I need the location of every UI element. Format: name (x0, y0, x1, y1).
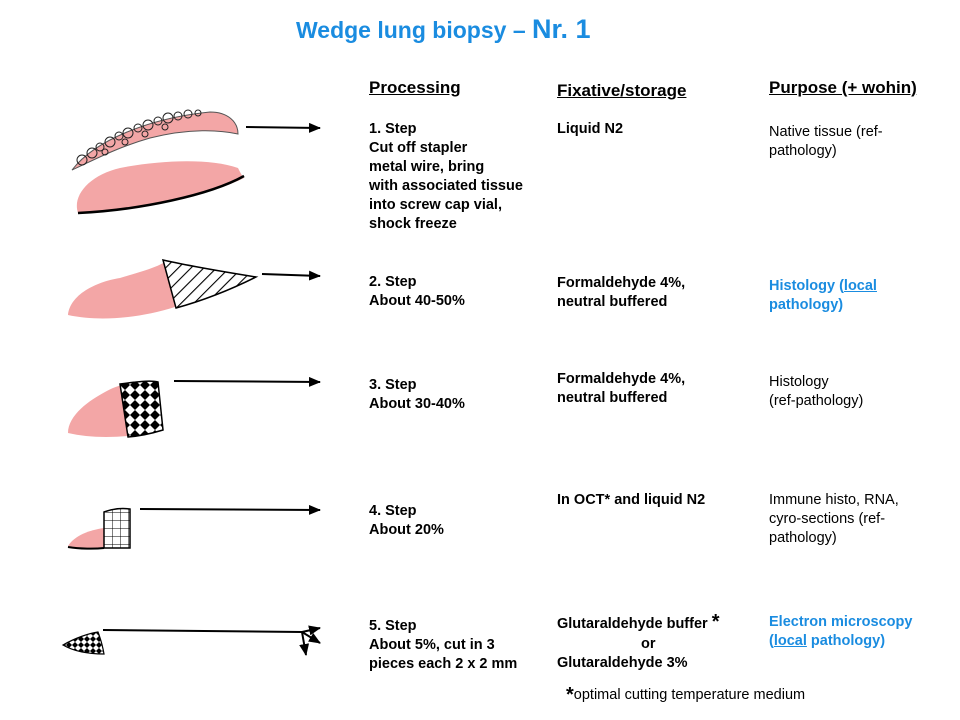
step2-purpose: Histology (local pathology) (769, 277, 877, 315)
step1-purpose: Native tissue (ref- pathology) (769, 124, 883, 159)
arrow-step5-branch-b (301, 631, 321, 644)
step5-purpose-local: local (773, 633, 807, 649)
step3-processing: 3. Step About 30-40% (369, 377, 465, 412)
footnote-star: * (566, 684, 574, 706)
step5-purpose-post: pathology) (806, 633, 886, 649)
page-title: Wedge lung biopsy – Nr. 1 (296, 14, 591, 45)
step2-purpose-local: local (843, 278, 877, 294)
arrow-step5-branch-a (301, 625, 321, 636)
title-main: Wedge lung biopsy (296, 17, 507, 43)
arrow-step5-shaft (102, 629, 303, 633)
step5-processing: 5. Step About 5%, cut in 3 pieces each 2… (369, 618, 518, 672)
step5-fixative-star: * (711, 611, 720, 633)
header-purpose: Purpose (+ wohin) (769, 78, 917, 97)
step1-fixative: Liquid N2 (557, 121, 624, 137)
arrow-step4 (139, 504, 321, 515)
arrow-step3 (173, 376, 321, 387)
title-dash: – (512, 17, 526, 43)
step5-fixative-text: Glutaraldehyde buffer (557, 616, 708, 632)
header-fixative: Fixative/storage (557, 81, 687, 100)
step5-purpose-line2: (local pathology) (769, 632, 885, 651)
arrow-step1 (245, 122, 321, 133)
arrow-step5-branch-c (299, 631, 310, 656)
step5-fixative-line1: Glutaraldehyde buffer * (557, 611, 720, 634)
tissue-step5 (61, 631, 105, 655)
step4-purpose: Immune histo, RNA, cyro-sections (ref- p… (769, 492, 899, 546)
step4-fixative: In OCT* and liquid N2 (557, 492, 706, 508)
step5-purpose-open: ( (769, 633, 774, 649)
step2-processing: 2. Step About 40-50% (369, 274, 465, 309)
step1-processing: 1. Step Cut off stapler metal wire, brin… (369, 121, 523, 232)
header-processing: Processing (369, 78, 461, 97)
step3-fixative: Formaldehyde 4%, neutral buffered (557, 371, 686, 406)
step4-processing: 4. Step About 20% (369, 503, 444, 538)
step2-fixative: Formaldehyde 4%, neutral buffered (557, 275, 686, 310)
tissue-step1 (71, 109, 245, 215)
step5-fixative-line3: Glutaraldehyde 3% (557, 655, 688, 671)
step5-purpose-line1: Electron microscopy (769, 614, 913, 630)
step2-purpose-post: pathology) (769, 297, 844, 313)
title-number: Nr. 1 (532, 14, 591, 44)
tissue-step4 (67, 507, 131, 550)
tissue-step2 (68, 258, 259, 319)
footnote: *optimal cutting temperature medium (566, 684, 805, 707)
step5-fixative-or: or (641, 636, 656, 652)
step3-purpose: Histology (ref-pathology) (769, 374, 864, 409)
step2-purpose-pre: Histology ( (769, 278, 844, 294)
tissue-step3 (68, 380, 164, 438)
arrow-step2 (261, 270, 321, 281)
footnote-text: optimal cutting temperature medium (573, 687, 806, 703)
